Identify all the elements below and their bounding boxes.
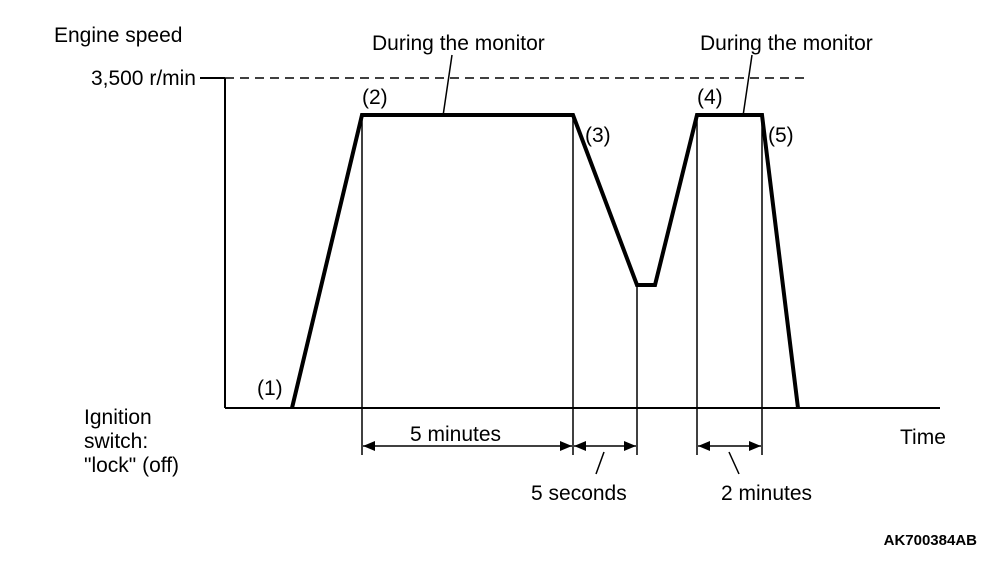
baseline-label-line-2: switch: (84, 430, 148, 453)
monitor-label-2: During the monitor (700, 32, 873, 55)
duration-label-5-minutes: 5 minutes (410, 423, 501, 446)
point-label-2: (2) (362, 86, 388, 109)
leader-monitor-2 (742, 54, 753, 117)
y-axis-title: Engine speed (54, 24, 182, 47)
point-label-3: (3) (585, 124, 611, 147)
point-label-5: (5) (768, 124, 794, 147)
baseline-label-line-1: Ignition (84, 406, 152, 429)
engine-speed-curve (290, 113, 800, 409)
leader-5-seconds (595, 451, 605, 475)
figure-code: AK700384AB (884, 532, 978, 549)
point-label-4: (4) (697, 86, 723, 109)
duration-label-2-minutes: 2 minutes (721, 482, 812, 505)
duration-label-5-seconds: 5 seconds (531, 482, 627, 505)
x-axis-title: Time (900, 426, 946, 449)
baseline-label-line-3: "lock" (off) (84, 454, 179, 477)
leader-2-minutes (728, 451, 740, 475)
monitor-label-1: During the monitor (372, 32, 545, 55)
point-label-1: (1) (257, 377, 283, 400)
y-level-label: 3,500 r/min (91, 67, 196, 90)
leader-monitor-1 (442, 54, 453, 117)
